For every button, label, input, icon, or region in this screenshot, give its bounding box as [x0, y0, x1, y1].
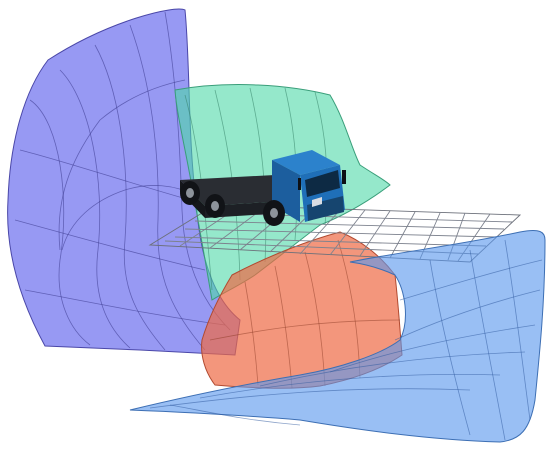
mirror-field-of-view-diagram — [0, 0, 547, 458]
